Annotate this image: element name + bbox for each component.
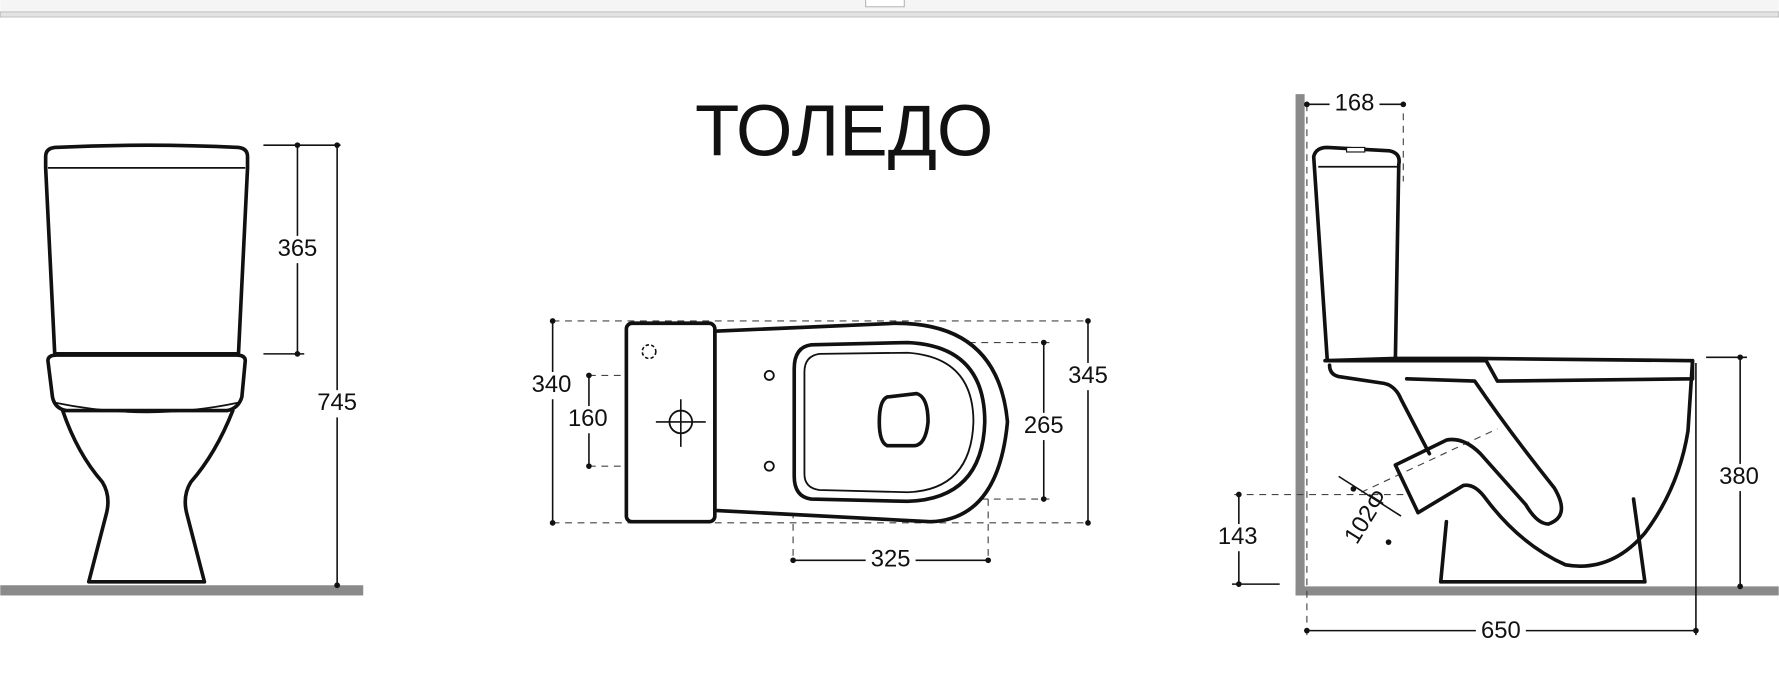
- flush-button-icon: [641, 344, 657, 360]
- tank-front: [43, 143, 250, 356]
- dim-total-depth: 650: [1481, 617, 1521, 644]
- bowl-top: [713, 321, 1010, 524]
- dim-seat-width: 265: [1024, 412, 1064, 439]
- seat-top: [792, 340, 987, 504]
- dim-seat-length: 325: [871, 546, 911, 573]
- pedestal-front: [60, 408, 235, 584]
- wall: [1295, 94, 1305, 596]
- dim-outlet-height: 143: [1218, 523, 1258, 550]
- bowl-side: [1393, 358, 1695, 568]
- bolt-hole-icon: [763, 460, 775, 472]
- dim-hole-spacing: 160: [568, 405, 608, 432]
- seat-front: [46, 353, 248, 413]
- side-view: 168 143 380 650 102Φ: [1213, 90, 1779, 646]
- drain-hole: [877, 391, 930, 448]
- dim-total-height: 745: [317, 389, 357, 416]
- dim-seat-height: 380: [1719, 463, 1759, 490]
- tank-side: [1311, 145, 1401, 363]
- toolbar-handle[interactable]: [865, 0, 905, 8]
- floor: [1295, 586, 1779, 596]
- top-view: 340 160 345 265 325: [526, 318, 1115, 574]
- floor: [0, 585, 364, 596]
- bolt-hole-icon: [763, 369, 775, 381]
- toolbar-divider: [0, 11, 1779, 18]
- dim-tank-width: 340: [532, 371, 572, 398]
- dim-tank-depth: 168: [1335, 90, 1375, 117]
- pedestal-side: [1438, 497, 1647, 584]
- dim-tank-height: 365: [278, 235, 318, 262]
- dim-bowl-width: 345: [1068, 362, 1108, 389]
- front-view: 365 745: [0, 142, 364, 596]
- page-title: ТОЛЕДО: [695, 90, 993, 171]
